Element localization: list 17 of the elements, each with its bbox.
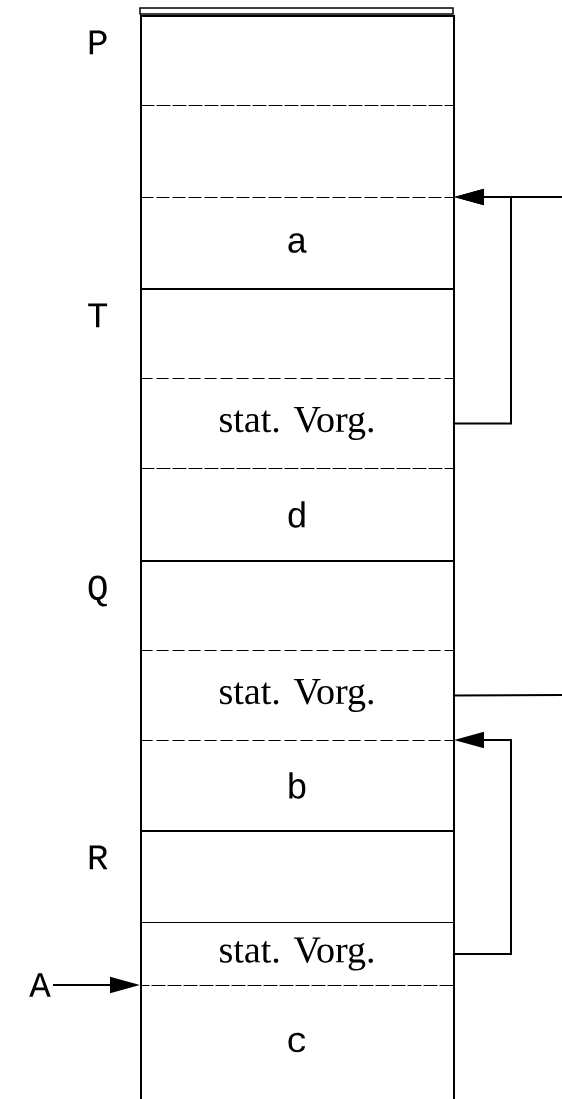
stack-slot [140,288,454,379]
stack-slot: c [140,985,454,1099]
stack-slot: a [140,197,454,289]
stack-slot [140,105,454,198]
node-label: A [29,973,51,997]
stack-slot: stat. Vorg. [140,378,454,469]
stack-slot: b [140,740,454,831]
stack-slot: d [140,468,454,561]
node-label: P [89,30,107,55]
node-label: R [89,845,108,870]
stack-slot [140,15,454,106]
stack-slot [140,830,454,923]
node-label: Q [88,575,107,607]
node-label: T [88,303,108,328]
stack-slot [140,560,454,651]
stack-slot: stat. Vorg. [140,650,454,741]
stack-slot: stat. Vorg. [140,922,454,986]
